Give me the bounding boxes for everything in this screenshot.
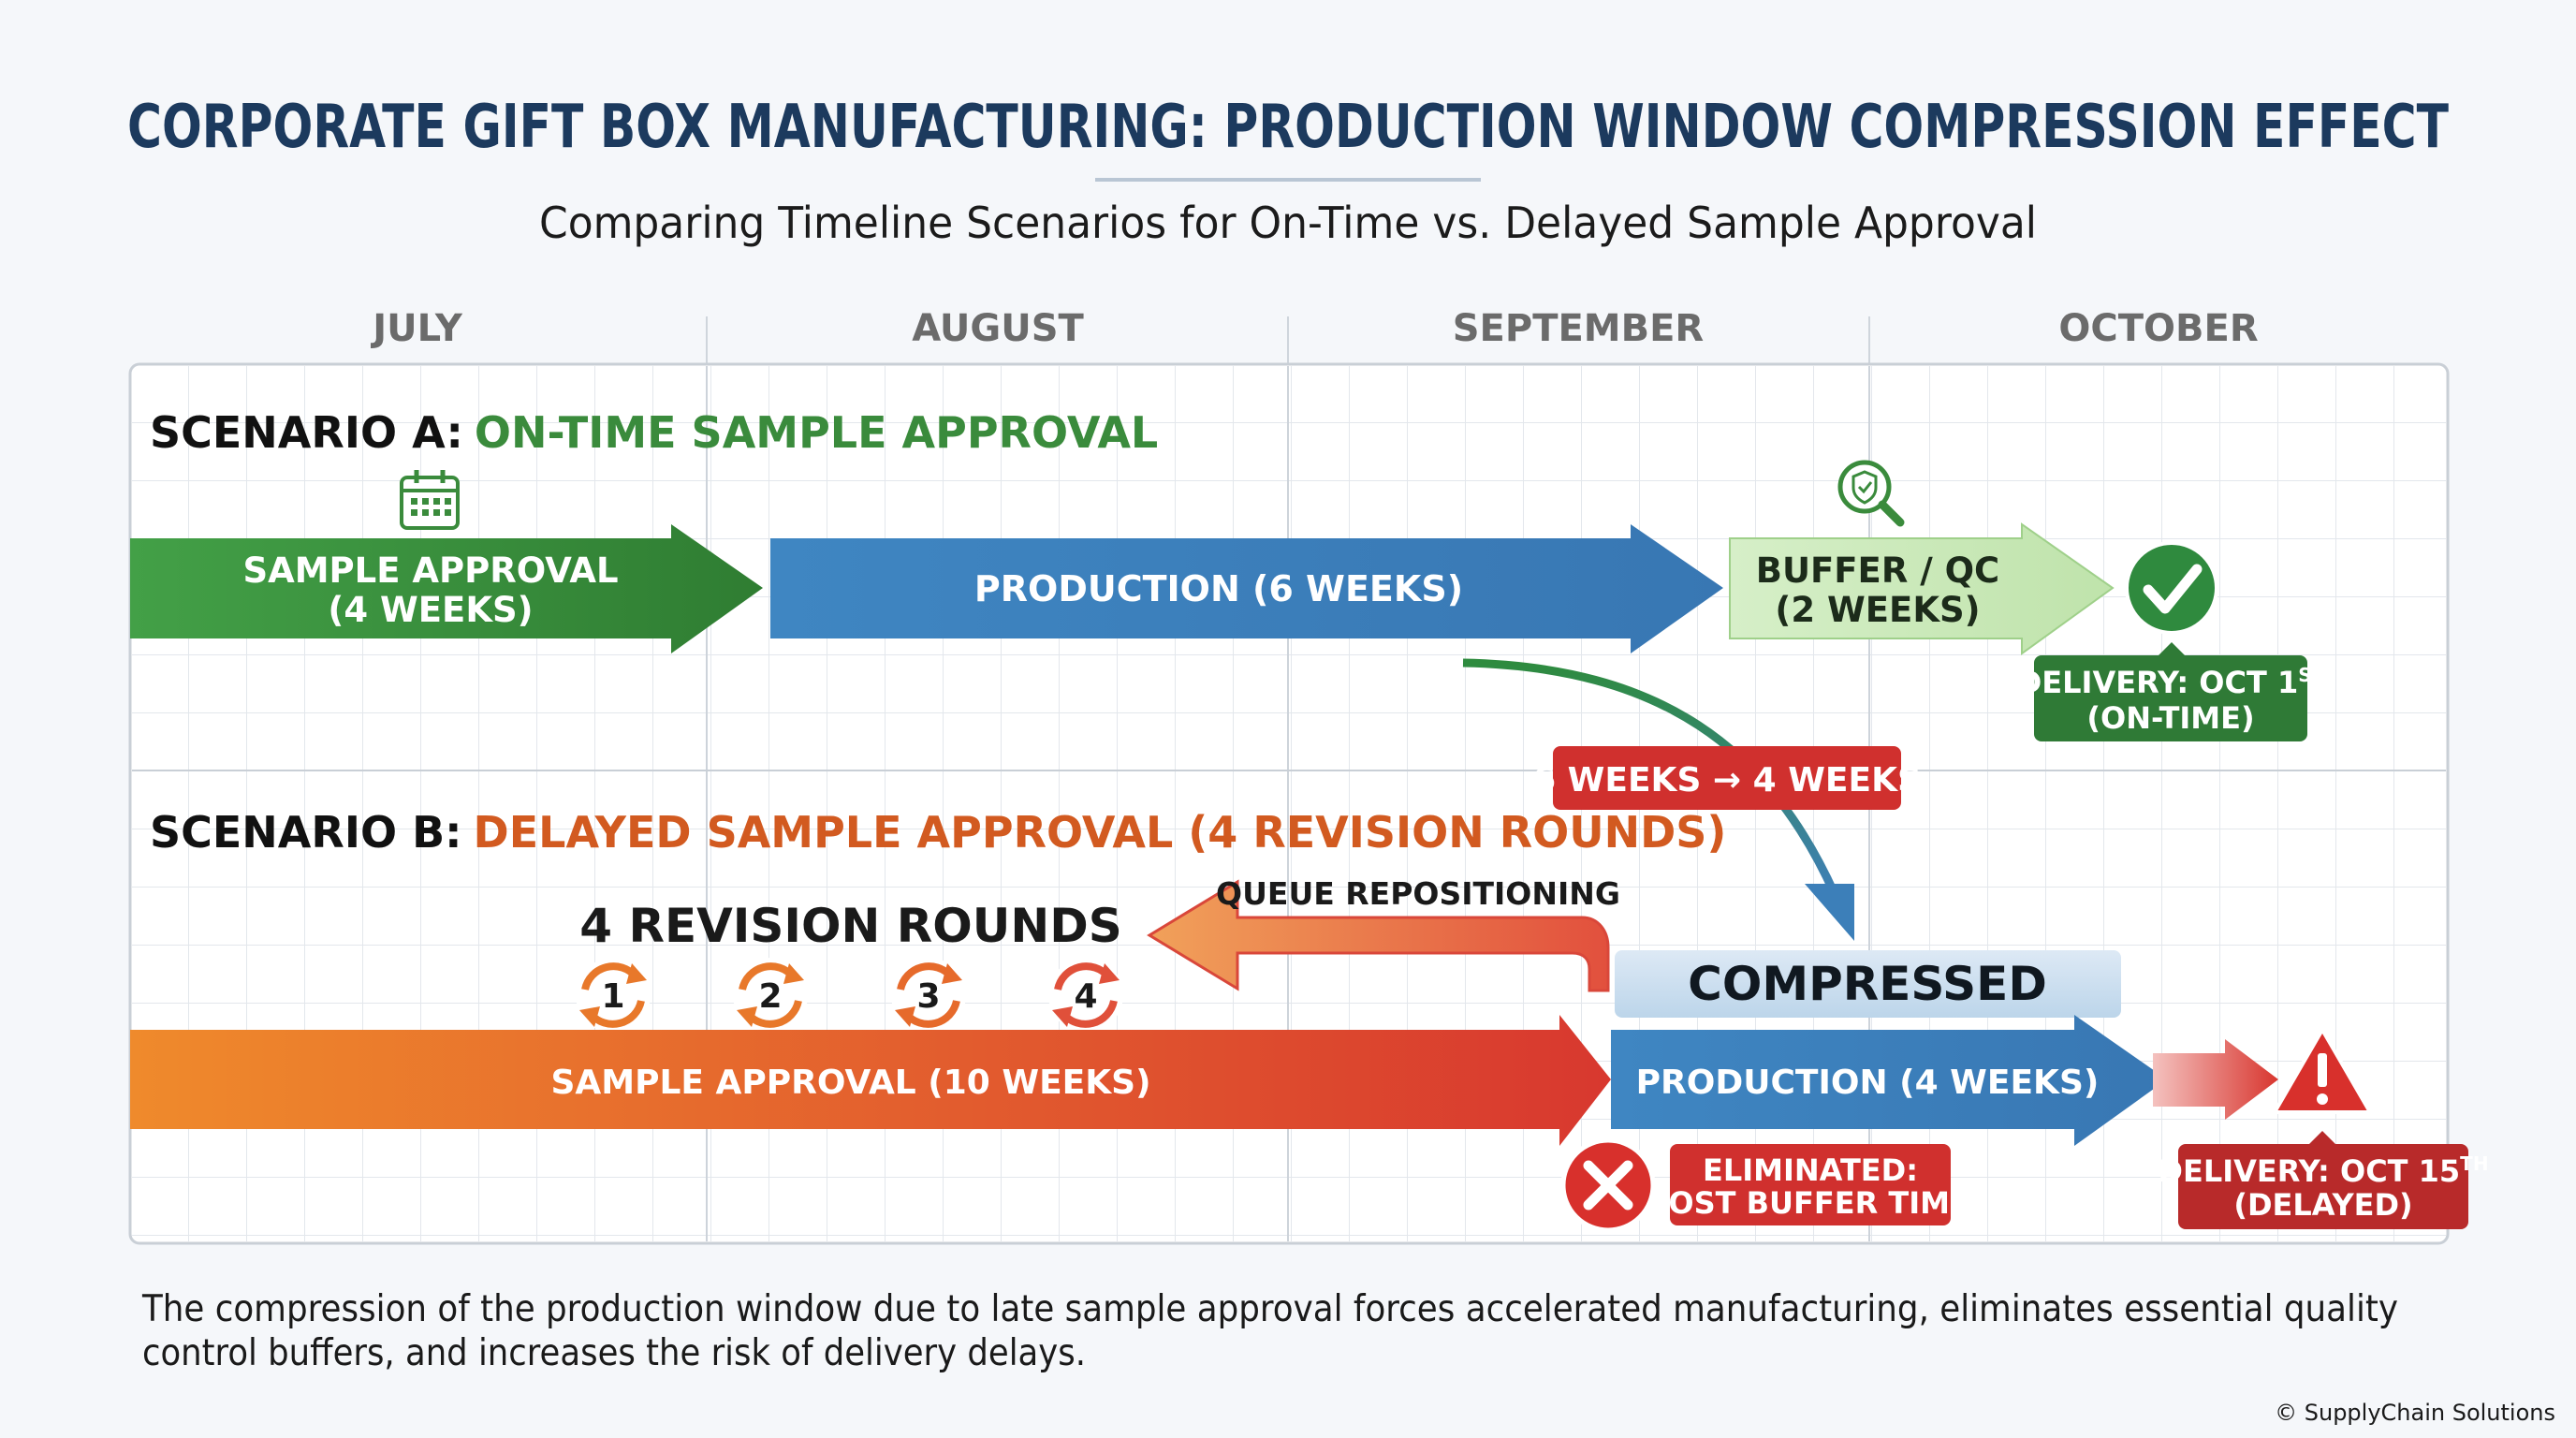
- svg-text:4: 4: [1074, 977, 1097, 1016]
- scenario-a-sample-approval-label: SAMPLE APPROVAL: [242, 550, 618, 591]
- revision-round-2-icon: 2: [733, 958, 808, 1033]
- scenario-a-sample-approval-arrow: [130, 524, 763, 653]
- delay-extension-arrow: [2153, 1039, 2278, 1120]
- eliminated-detail: LOST BUFFER TIME: [1650, 1185, 1970, 1221]
- compressed-label: COMPRESSED: [1688, 957, 2047, 1011]
- revision-round-4-icon: 4: [1048, 958, 1123, 1033]
- scenario-a-delivery-badge: DELIVERY: OCT 1ST (ON-TIME): [2017, 642, 2325, 741]
- revision-round-3-icon: 3: [891, 958, 966, 1033]
- transition-label: 6 WEEKS → 4 WEEKS: [1532, 761, 1922, 800]
- revision-rounds-heading: 4 REVISION ROUNDS: [579, 899, 1122, 953]
- compression-transition-arrow: [1462, 658, 1839, 896]
- scenario-b-sample-approval-arrow: [130, 1015, 1611, 1146]
- month-label-july: JULY: [370, 307, 463, 350]
- compressed-badge: [1615, 950, 2121, 1018]
- page-title: CORPORATE GIFT BOX MANUFACTURING: PRODUC…: [127, 93, 2449, 162]
- queue-repositioning-arrow: [1147, 879, 1610, 992]
- caption-line-1: The compression of the production window…: [141, 1288, 2398, 1330]
- scenario-a-heading: SCENARIO A:ON-TIME SAMPLE APPROVAL: [150, 407, 1158, 458]
- month-label-september: SEPTEMBER: [1453, 307, 1704, 350]
- svg-text:DELIVERY: OCT 1ST: DELIVERY: OCT 1ST: [2017, 664, 2325, 700]
- scenario-a-buffer-duration: (2 WEEKS): [1775, 590, 1980, 630]
- page-subtitle: Comparing Timeline Scenarios for On-Time…: [539, 198, 2037, 248]
- scenario-a-production-arrow: [770, 524, 1723, 653]
- scenario-a-buffer-arrow: [1729, 522, 2115, 655]
- scenario-b-sample-approval-label: SAMPLE APPROVAL (10 WEEKS): [550, 1064, 1150, 1102]
- svg-text:1: 1: [601, 977, 624, 1016]
- scenario-a-delivery-date: DELIVERY: OCT 1: [2017, 665, 2298, 700]
- scenario-b-production-label: PRODUCTION (4 WEEKS): [1636, 1064, 2100, 1102]
- scenario-b-delivery-status: (DELAYED): [2233, 1187, 2412, 1223]
- revision-round-1-icon: 1: [576, 958, 651, 1033]
- scenario-a-sample-approval-duration: (4 WEEKS): [328, 590, 533, 630]
- eliminated-buffer-badge: ELIMINATED: LOST BUFFER TIME: [1650, 1144, 1970, 1225]
- eliminated-label: ELIMINATED:: [1703, 1152, 1918, 1188]
- month-label-august: AUGUST: [912, 307, 1084, 350]
- scenario-b-production-arrow: [1611, 1015, 2167, 1146]
- copyright-credit: © SupplyChain Solutions: [2275, 1400, 2555, 1426]
- warning-icon: [2273, 1028, 2372, 1114]
- compression-transition-arrowhead: [1805, 884, 1854, 941]
- calendar-icon: [400, 470, 460, 530]
- scenario-a-delivery-status: (ON-TIME): [2086, 700, 2254, 736]
- error-x-icon: [1560, 1137, 1656, 1233]
- scenario-a-production-label: PRODUCTION (6 WEEKS): [974, 568, 1463, 609]
- svg-text:2: 2: [758, 977, 782, 1016]
- scenario-a-buffer-label: BUFFER / QC: [1756, 550, 1999, 591]
- queue-repositioning-label: QUEUE REPOSITIONING: [1216, 875, 1620, 912]
- quality-check-icon: [1837, 460, 1905, 527]
- svg-text:3: 3: [916, 977, 940, 1016]
- caption-line-2: control buffers, and increases the risk …: [142, 1332, 1086, 1374]
- scenario-b-heading: SCENARIO B:DELAYED SAMPLE APPROVAL (4 RE…: [150, 807, 1726, 858]
- scenario-b-delivery-date: DELIVERY: OCT 15: [2158, 1153, 2460, 1189]
- checkmark-icon: [2125, 541, 2218, 635]
- transition-badge: 6 WEEKS → 4 WEEKS: [1532, 746, 1922, 810]
- month-label-october: OCTOBER: [2058, 307, 2258, 350]
- svg-text:DELIVERY: OCT 15TH: DELIVERY: OCT 15TH: [2158, 1152, 2488, 1189]
- scenario-b-delivery-badge: DELIVERY: OCT 15TH (DELAYED): [2158, 1131, 2489, 1229]
